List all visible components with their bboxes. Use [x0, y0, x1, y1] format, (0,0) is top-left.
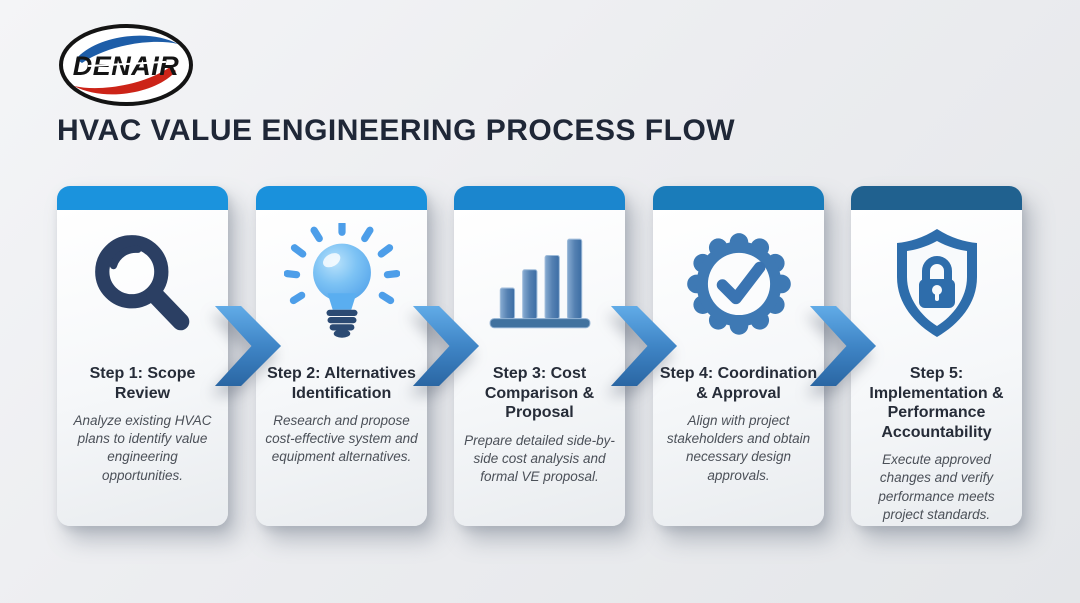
lightbulb-icon	[283, 223, 400, 338]
flow-arrow-3-icon	[610, 306, 678, 386]
step-card-3: Step 3: Cost Comparison & Proposal Prepa…	[454, 186, 625, 526]
flow-arrow-2-icon	[412, 306, 480, 386]
page-title: HVAC VALUE ENGINEERING PROCESS FLOW	[57, 114, 736, 147]
step-card-5-icon-area	[882, 210, 992, 360]
step-card-4-icon-area	[682, 210, 796, 360]
flow-arrow-1-icon	[214, 306, 282, 386]
step-description: Execute approved changes and verify perf…	[878, 452, 995, 522]
logo-stencil-line	[87, 60, 166, 67]
bar-chart-icon	[489, 238, 590, 329]
approval-badge-icon	[686, 233, 791, 335]
step-card-3-body: Step 3: Cost Comparison & Proposal Prepa…	[454, 210, 625, 526]
step-card-4-header	[653, 186, 824, 210]
step-card-1-body: Step 1: Scope Review Analyze existing HV…	[57, 210, 228, 526]
step-title: Step 5: Implementation & Performance Acc…	[869, 365, 1004, 441]
denair-logo-graphic: DENAIR	[59, 24, 193, 106]
step-card-2: Step 2: Alternatives Identification Rese…	[256, 186, 427, 526]
step-card-1-header	[57, 186, 228, 210]
step-description: Align with project stakeholders and obta…	[666, 413, 811, 483]
logo-swoosh-top	[76, 35, 178, 63]
step-card-5-body: Step 5: Implementation & Performance Acc…	[851, 210, 1022, 526]
logo-swoosh-bottom	[74, 67, 176, 95]
step-description: Analyze existing HVAC plans to identify …	[73, 413, 212, 483]
step-title: Step 3: Cost Comparison & Proposal	[484, 365, 595, 422]
step-description: Research and propose cost-effective syst…	[265, 413, 418, 465]
step-description: Prepare detailed side-by-side cost analy…	[464, 432, 615, 484]
flow-arrow-4-icon	[809, 306, 877, 386]
step-card-4-body: Step 4: Coordination & Approval Align wi…	[653, 210, 824, 526]
shield-lock-icon	[896, 229, 977, 337]
step-title: Step 1: Scope Review	[89, 365, 196, 402]
step-card-3-header	[454, 186, 625, 210]
step-card-4: Step 4: Coordination & Approval Align wi…	[653, 186, 824, 526]
step-card-1-icon-area	[87, 210, 199, 360]
step-title: Step 2: Alternatives Identification	[267, 365, 416, 402]
step-card-3-icon-area	[484, 210, 596, 360]
step-title: Step 4: Coordination & Approval	[659, 365, 818, 402]
denair-logo: DENAIR	[56, 22, 196, 108]
step-card-2-icon-area	[283, 210, 400, 360]
step-card-5: Step 5: Implementation & Performance Acc…	[851, 186, 1022, 526]
magnifier-icon	[94, 235, 189, 331]
step-card-2-body: Step 2: Alternatives Identification Rese…	[256, 210, 427, 526]
step-card-2-header	[256, 186, 427, 210]
step-card-1: Step 1: Scope Review Analyze existing HV…	[57, 186, 228, 526]
step-card-5-header	[851, 186, 1022, 210]
